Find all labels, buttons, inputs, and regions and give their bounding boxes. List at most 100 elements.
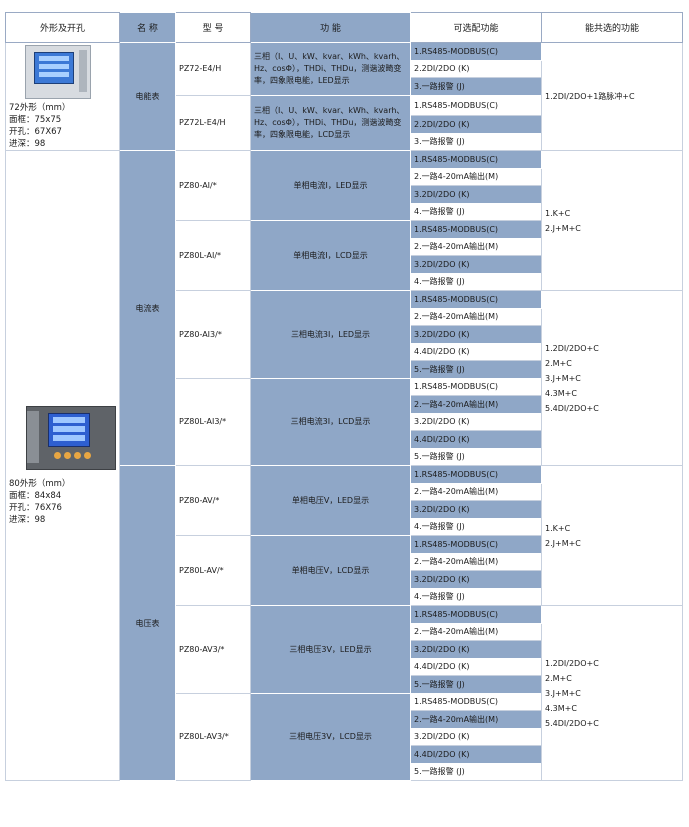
combo-item: 2.M+C <box>545 673 572 683</box>
meter-72-icon <box>25 45 91 99</box>
option-cell: 2.一路4-20mA输出(M) <box>410 237 542 256</box>
option-cell: 3.2DI/2DO (K) <box>410 640 542 659</box>
combo-item: 4.3M+C <box>545 703 577 713</box>
shape-72-line: 72外形（mm） <box>9 103 71 113</box>
option-cell: 4.一路报警 (J) <box>410 202 542 221</box>
option-cell: 4.一路报警 (J) <box>410 587 542 606</box>
option-cell: 1.RS485-MODBUS(C) <box>410 535 542 554</box>
option-cell: 5.一路报警 (J) <box>410 675 542 694</box>
option-cell: 2.一路4-20mA输出(M) <box>410 482 542 501</box>
model-cell: PZ80-AI/* <box>175 150 251 221</box>
combo-item: 3.J+M+C <box>545 373 581 383</box>
combo-three-voltage: 1.2DI/2DO+C 2.M+C 3.J+M+C 4.3M+C 5.4DI/2… <box>541 605 683 781</box>
header-model: 型 号 <box>175 12 251 43</box>
function-cell: 单相电压V，LED显示 <box>250 465 411 536</box>
model-cell: PZ80L-AI3/* <box>175 377 251 466</box>
function-cell: 三相电流3I，LCD显示 <box>250 377 411 466</box>
function-cell: 三相电压3V，LCD显示 <box>250 692 411 781</box>
option-cell: 2.一路4-20mA输出(M) <box>410 552 542 571</box>
header-shape: 外形及开孔 <box>5 12 120 43</box>
function-cell: 单相电压V，LCD显示 <box>250 535 411 606</box>
header-optional: 可选配功能 <box>410 12 542 43</box>
combo-item: 1.K+C <box>545 523 571 533</box>
option-cell: 1.RS485-MODBUS(C) <box>410 42 542 61</box>
combo-item: 1.K+C <box>545 208 571 218</box>
option-cell: 4.4DI/2DO (K) <box>410 657 542 676</box>
model-cell: PZ80L-AV3/* <box>175 692 251 781</box>
option-cell: 5.一路报警 (J) <box>410 762 542 781</box>
combo-item: 2.M+C <box>545 358 572 368</box>
shape-72-line: 开孔：67X67 <box>9 127 62 137</box>
combo-item: 1.2DI/2DO+1路脉冲+C <box>545 92 635 101</box>
shape-80-line: 80外形（mm） <box>9 478 71 489</box>
option-cell: 2.一路4-20mA输出(M) <box>410 307 542 326</box>
option-cell: 2.一路4-20mA输出(M) <box>410 622 542 641</box>
combo-item: 5.4DI/2DO+C <box>545 718 599 728</box>
shape-80-line: 开孔：76X76 <box>9 502 62 513</box>
option-cell: 5.一路报警 (J) <box>410 360 542 379</box>
option-cell: 3.2DI/2DO (K) <box>410 500 542 519</box>
combo-item: 2.J+M+C <box>545 538 581 548</box>
option-cell: 2.一路4-20mA输出(M) <box>410 710 542 729</box>
option-cell: 3.一路报警 (J) <box>410 77 542 96</box>
combo-single-voltage: 1.K+C 2.J+M+C <box>541 465 683 606</box>
option-cell: 1.RS485-MODBUS(C) <box>410 150 542 169</box>
option-cell: 3.2DI/2DO (K) <box>410 727 542 746</box>
model-cell: PZ72L-E4/H <box>175 94 251 151</box>
option-cell: 1.RS485-MODBUS(C) <box>410 465 542 484</box>
option-cell: 1.RS485-MODBUS(C) <box>410 94 542 116</box>
model-cell: PZ80-AV3/* <box>175 605 251 694</box>
combo-item: 5.4DI/2DO+C <box>545 403 599 413</box>
option-cell: 3.2DI/2DO (K) <box>410 570 542 589</box>
header-combinable: 能共选的功能 <box>541 12 683 43</box>
option-cell: 4.一路报警 (J) <box>410 517 542 536</box>
option-cell: 3.2DI/2DO (K) <box>410 412 542 431</box>
shape-72-line: 面框：75x75 <box>9 115 62 125</box>
option-cell: 5.一路报警 (J) <box>410 447 542 466</box>
option-cell: 1.RS485-MODBUS(C) <box>410 605 542 624</box>
function-cell: 三相电流3I，LED显示 <box>250 290 411 379</box>
function-cell: 三相（I、U、kW、kvar、kWh、kvarh、Hz、cosΦ），THDi、T… <box>250 42 411 96</box>
header-name: 名 称 <box>119 12 176 43</box>
combo-item: 2.J+M+C <box>545 223 581 233</box>
model-cell: PZ80L-AV/* <box>175 535 251 606</box>
option-cell: 2.2DI/2DO (K) <box>410 115 542 134</box>
header-function: 功 能 <box>250 12 411 43</box>
option-cell: 4.4DI/2DO (K) <box>410 430 542 449</box>
shape-72-line: 进深：98 <box>9 139 46 149</box>
combo-item: 1.2DI/2DO+C <box>545 658 599 668</box>
model-cell: PZ80L-AI/* <box>175 220 251 291</box>
category-voltage: 电压表 <box>119 465 176 781</box>
option-cell: 4.一路报警 (J) <box>410 272 542 291</box>
combo-item: 1.2DI/2DO+C <box>545 343 599 353</box>
option-cell: 3.2DI/2DO (K) <box>410 255 542 274</box>
combo-item: 3.J+M+C <box>545 688 581 698</box>
shape-80-line: 进深：98 <box>9 514 46 525</box>
option-cell: 1.RS485-MODBUS(C) <box>410 692 542 711</box>
option-cell: 2.一路4-20mA输出(M) <box>410 395 542 414</box>
shape-80-line: 面框：84x84 <box>9 490 62 501</box>
function-cell: 三相（I、U、kW、kvar、kWh、kvarh、Hz、cosΦ），THDi、T… <box>250 94 411 151</box>
function-cell: 单相电流I，LCD显示 <box>250 220 411 291</box>
meter-80-icon <box>26 405 116 470</box>
model-cell: PZ80-AI3/* <box>175 290 251 379</box>
combo-item: 4.3M+C <box>545 388 577 398</box>
option-cell: 4.4DI/2DO (K) <box>410 342 542 361</box>
option-cell: 1.RS485-MODBUS(C) <box>410 220 542 239</box>
category-energy: 电能表 <box>119 42 176 151</box>
combo-single-current: 1.K+C 2.J+M+C <box>541 150 683 291</box>
option-cell: 1.RS485-MODBUS(C) <box>410 290 542 309</box>
combo-three-current: 1.2DI/2DO+C 2.M+C 3.J+M+C 4.3M+C 5.4DI/2… <box>541 290 683 466</box>
category-current: 电流表 <box>119 150 176 466</box>
shape-72-cell: 72外形（mm） 面框：75x75 开孔：67X67 进深：98 <box>5 42 120 151</box>
option-cell: 3.2DI/2DO (K) <box>410 185 542 204</box>
function-cell: 三相电压3V，LED显示 <box>250 605 411 694</box>
shape-80-cell: 80外形（mm） 面框：84x84 开孔：76X76 进深：98 <box>5 150 120 781</box>
model-cell: PZ80-AV/* <box>175 465 251 536</box>
model-cell: PZ72-E4/H <box>175 42 251 96</box>
option-cell: 1.RS485-MODBUS(C) <box>410 377 542 396</box>
combo-energy: 1.2DI/2DO+1路脉冲+C <box>541 42 683 151</box>
function-cell: 单相电流I，LED显示 <box>250 150 411 221</box>
spec-table: 外形及开孔 名 称 型 号 功 能 可选配功能 能共选的功能 72外形（mm） … <box>5 12 683 781</box>
option-cell: 2.一路4-20mA输出(M) <box>410 167 542 186</box>
